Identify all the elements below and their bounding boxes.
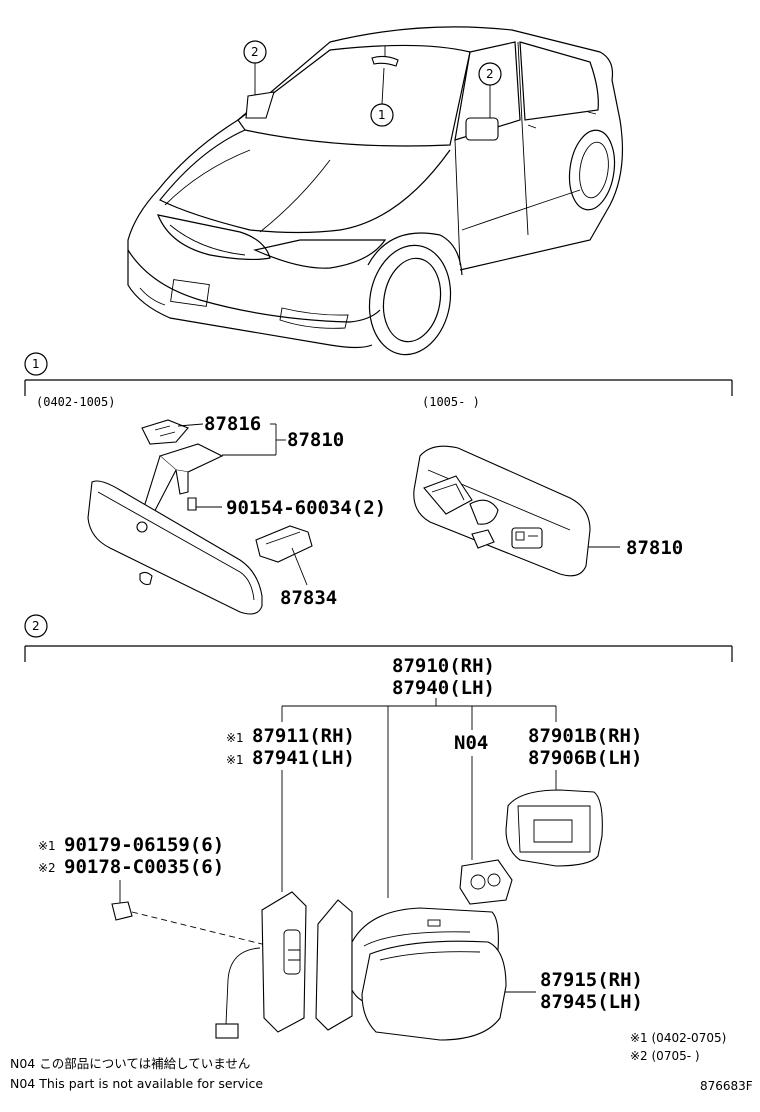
part-90179-06159: 90179-06159(6) — [64, 834, 224, 856]
screw-mark-1: ※1 — [38, 839, 56, 853]
svg-text:2: 2 — [32, 619, 40, 633]
part-87910-rh: 87910(RH) — [392, 655, 495, 677]
part-87901b-rh: 87901B(RH) — [528, 725, 642, 747]
part-87911-rh: 87911(RH) — [252, 725, 355, 747]
legend-mark-1: ※1 (0402-0705) — [630, 1031, 726, 1045]
part-87940-lh: 87940(LH) — [392, 677, 495, 699]
inner-mirror-left-drawing — [87, 419, 313, 615]
car-callout-1: 1 — [370, 67, 394, 127]
part-n04: N04 — [454, 732, 488, 754]
part-87810-left: 87810 — [287, 429, 344, 451]
car-callout-2-left: 2 — [243, 40, 267, 95]
part-87906b-lh: 87906B(LH) — [528, 747, 642, 769]
part-87810-right: 87810 — [626, 537, 683, 559]
part-87941-lh: 87941(LH) — [252, 747, 355, 769]
svg-text:2: 2 — [251, 45, 259, 59]
section-1-range-right: (1005- ) — [422, 395, 480, 409]
screw-mark-2: ※2 — [38, 861, 56, 875]
part-90154-60034: 90154-60034(2) — [226, 497, 386, 519]
svg-text:1: 1 — [378, 108, 386, 122]
mark-1-a: ※1 — [226, 731, 244, 745]
legend-mark-2: ※2 (0705- ) — [630, 1049, 700, 1063]
car-illustration — [127, 26, 624, 356]
section-2-leaders — [119, 698, 557, 993]
part-90178-c0035: 90178-C0035(6) — [64, 856, 224, 878]
part-87834: 87834 — [280, 587, 337, 609]
svg-text:1: 1 — [32, 357, 40, 371]
section-1-range-left: (0402-1005) — [36, 395, 115, 409]
part-87816: 87816 — [204, 413, 261, 435]
section-1-header: 1 — [24, 352, 733, 396]
mark-1-b: ※1 — [226, 753, 244, 767]
section-2-header: 2 — [24, 614, 733, 662]
part-87915-rh: 87915(RH) — [540, 969, 643, 991]
car-callout-2-right: 2 — [478, 62, 502, 118]
note-japanese: N04 この部品については補給していません — [10, 1056, 250, 1071]
part-87945-lh: 87945(LH) — [540, 991, 643, 1013]
note-english: N04 This part is not available for servi… — [10, 1076, 263, 1091]
outer-mirror-drawing — [111, 789, 603, 1041]
inner-mirror-right-drawing — [413, 445, 591, 577]
diagram-code: 876683F — [700, 1079, 753, 1093]
svg-text:2: 2 — [486, 67, 494, 81]
section-1-leaders — [177, 423, 620, 586]
